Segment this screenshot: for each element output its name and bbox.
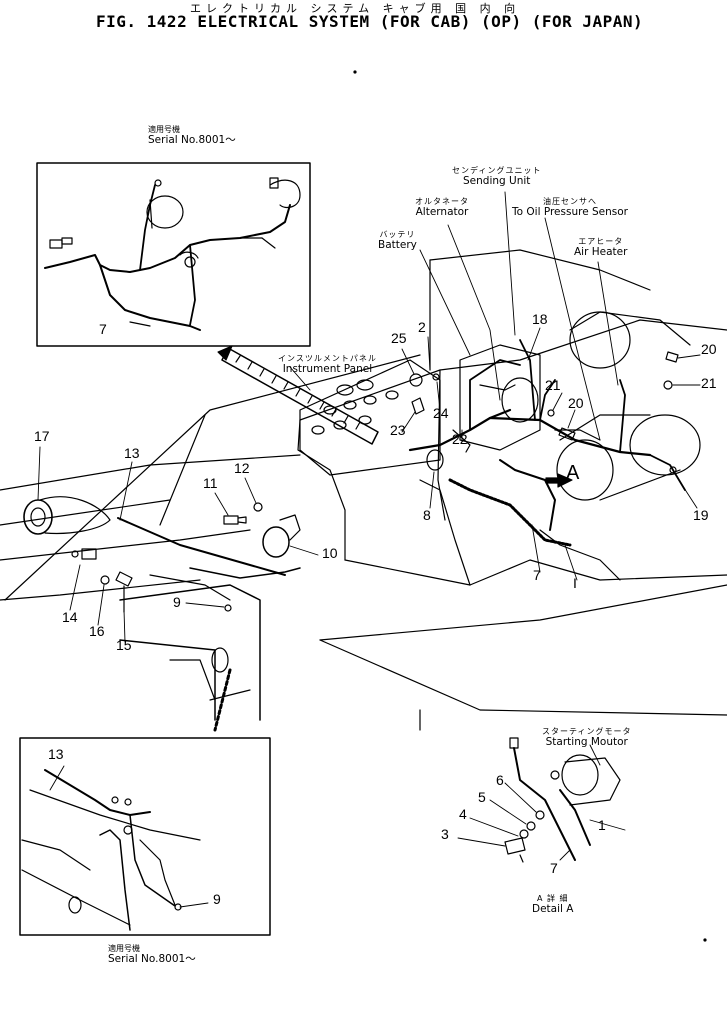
machine-body — [0, 249, 727, 732]
part-number-23: 23 — [390, 422, 406, 438]
components — [23, 351, 679, 613]
part-number-9-main: 9 — [173, 594, 181, 610]
label-battery: バッテリ Battery — [378, 230, 417, 251]
label-arrow-a: A — [566, 462, 580, 484]
part-number-I: I — [573, 575, 577, 591]
part-number-13-main: 13 — [124, 445, 140, 461]
detail-a-view — [504, 737, 621, 863]
main-harness — [117, 339, 686, 601]
part-number-7-main: 7 — [533, 567, 541, 583]
part-number-14: 14 — [62, 609, 78, 625]
part-number-10: 10 — [322, 545, 338, 561]
part-number-7-detail: 7 — [550, 860, 558, 876]
part-number-7-inset: 7 — [99, 321, 107, 337]
part-number-20-right: 20 — [701, 341, 717, 357]
part-number-13-inset: 13 — [48, 746, 64, 762]
inset-bottom-left — [19, 737, 271, 936]
part-number-8: 8 — [423, 507, 431, 523]
part-number-25: 25 — [391, 330, 407, 346]
japanese-title: エレクトリカル システム キャブ用 国 内 向 — [190, 2, 521, 15]
part-number-11: 11 — [203, 475, 218, 491]
part-number-22: 22 — [452, 431, 468, 447]
part-number-5: 5 — [478, 789, 486, 805]
part-number-16: 16 — [89, 623, 105, 639]
part-number-18: 18 — [532, 311, 548, 327]
label-alternator: オルタネータ Alternator — [415, 197, 469, 218]
label-detail-a: A 詳 細 Detail A — [532, 894, 574, 915]
part-number-17: 17 — [34, 428, 50, 444]
part-number-15: 15 — [116, 637, 132, 653]
label-air-heater: エアヒータ Air Heater — [574, 237, 628, 258]
label-oil-pressure-sensor: 油圧センサへ To Oil Pressure Sensor — [512, 197, 628, 218]
label-sending-unit: センディングユニット Sending Unit — [452, 166, 542, 187]
part-number-12: 12 — [234, 460, 250, 476]
part-number-24: 24 — [433, 405, 449, 421]
inset-top-left — [36, 162, 311, 347]
label-starting-motor: スターティングモータ Starting Moutor — [542, 727, 632, 748]
part-number-3: 3 — [441, 826, 449, 842]
inset-top-serial: 適用号機 Serial No.8001～ — [148, 125, 236, 146]
leader-lines — [37, 191, 701, 908]
part-number-21-right: 21 — [701, 375, 717, 391]
label-instrument-panel: インスツルメントパネル Instrument Panel — [278, 354, 377, 375]
inset-bottom-serial: 適用号機 Serial No.8001～ — [108, 944, 196, 965]
part-number-21-center: 21 — [545, 377, 561, 393]
part-number-1: 1 — [598, 817, 606, 833]
part-number-19: 19 — [693, 507, 709, 523]
part-number-2: 2 — [418, 319, 426, 335]
part-number-4: 4 — [459, 806, 467, 822]
part-number-20-center: 20 — [568, 395, 584, 411]
part-number-9-inset: 9 — [213, 891, 221, 907]
instrument-panel-strip — [217, 345, 379, 445]
figure-title: FIG. 1422 ELECTRICAL SYSTEM (FOR CAB) (O… — [96, 12, 644, 31]
part-number-6: 6 — [496, 772, 504, 788]
